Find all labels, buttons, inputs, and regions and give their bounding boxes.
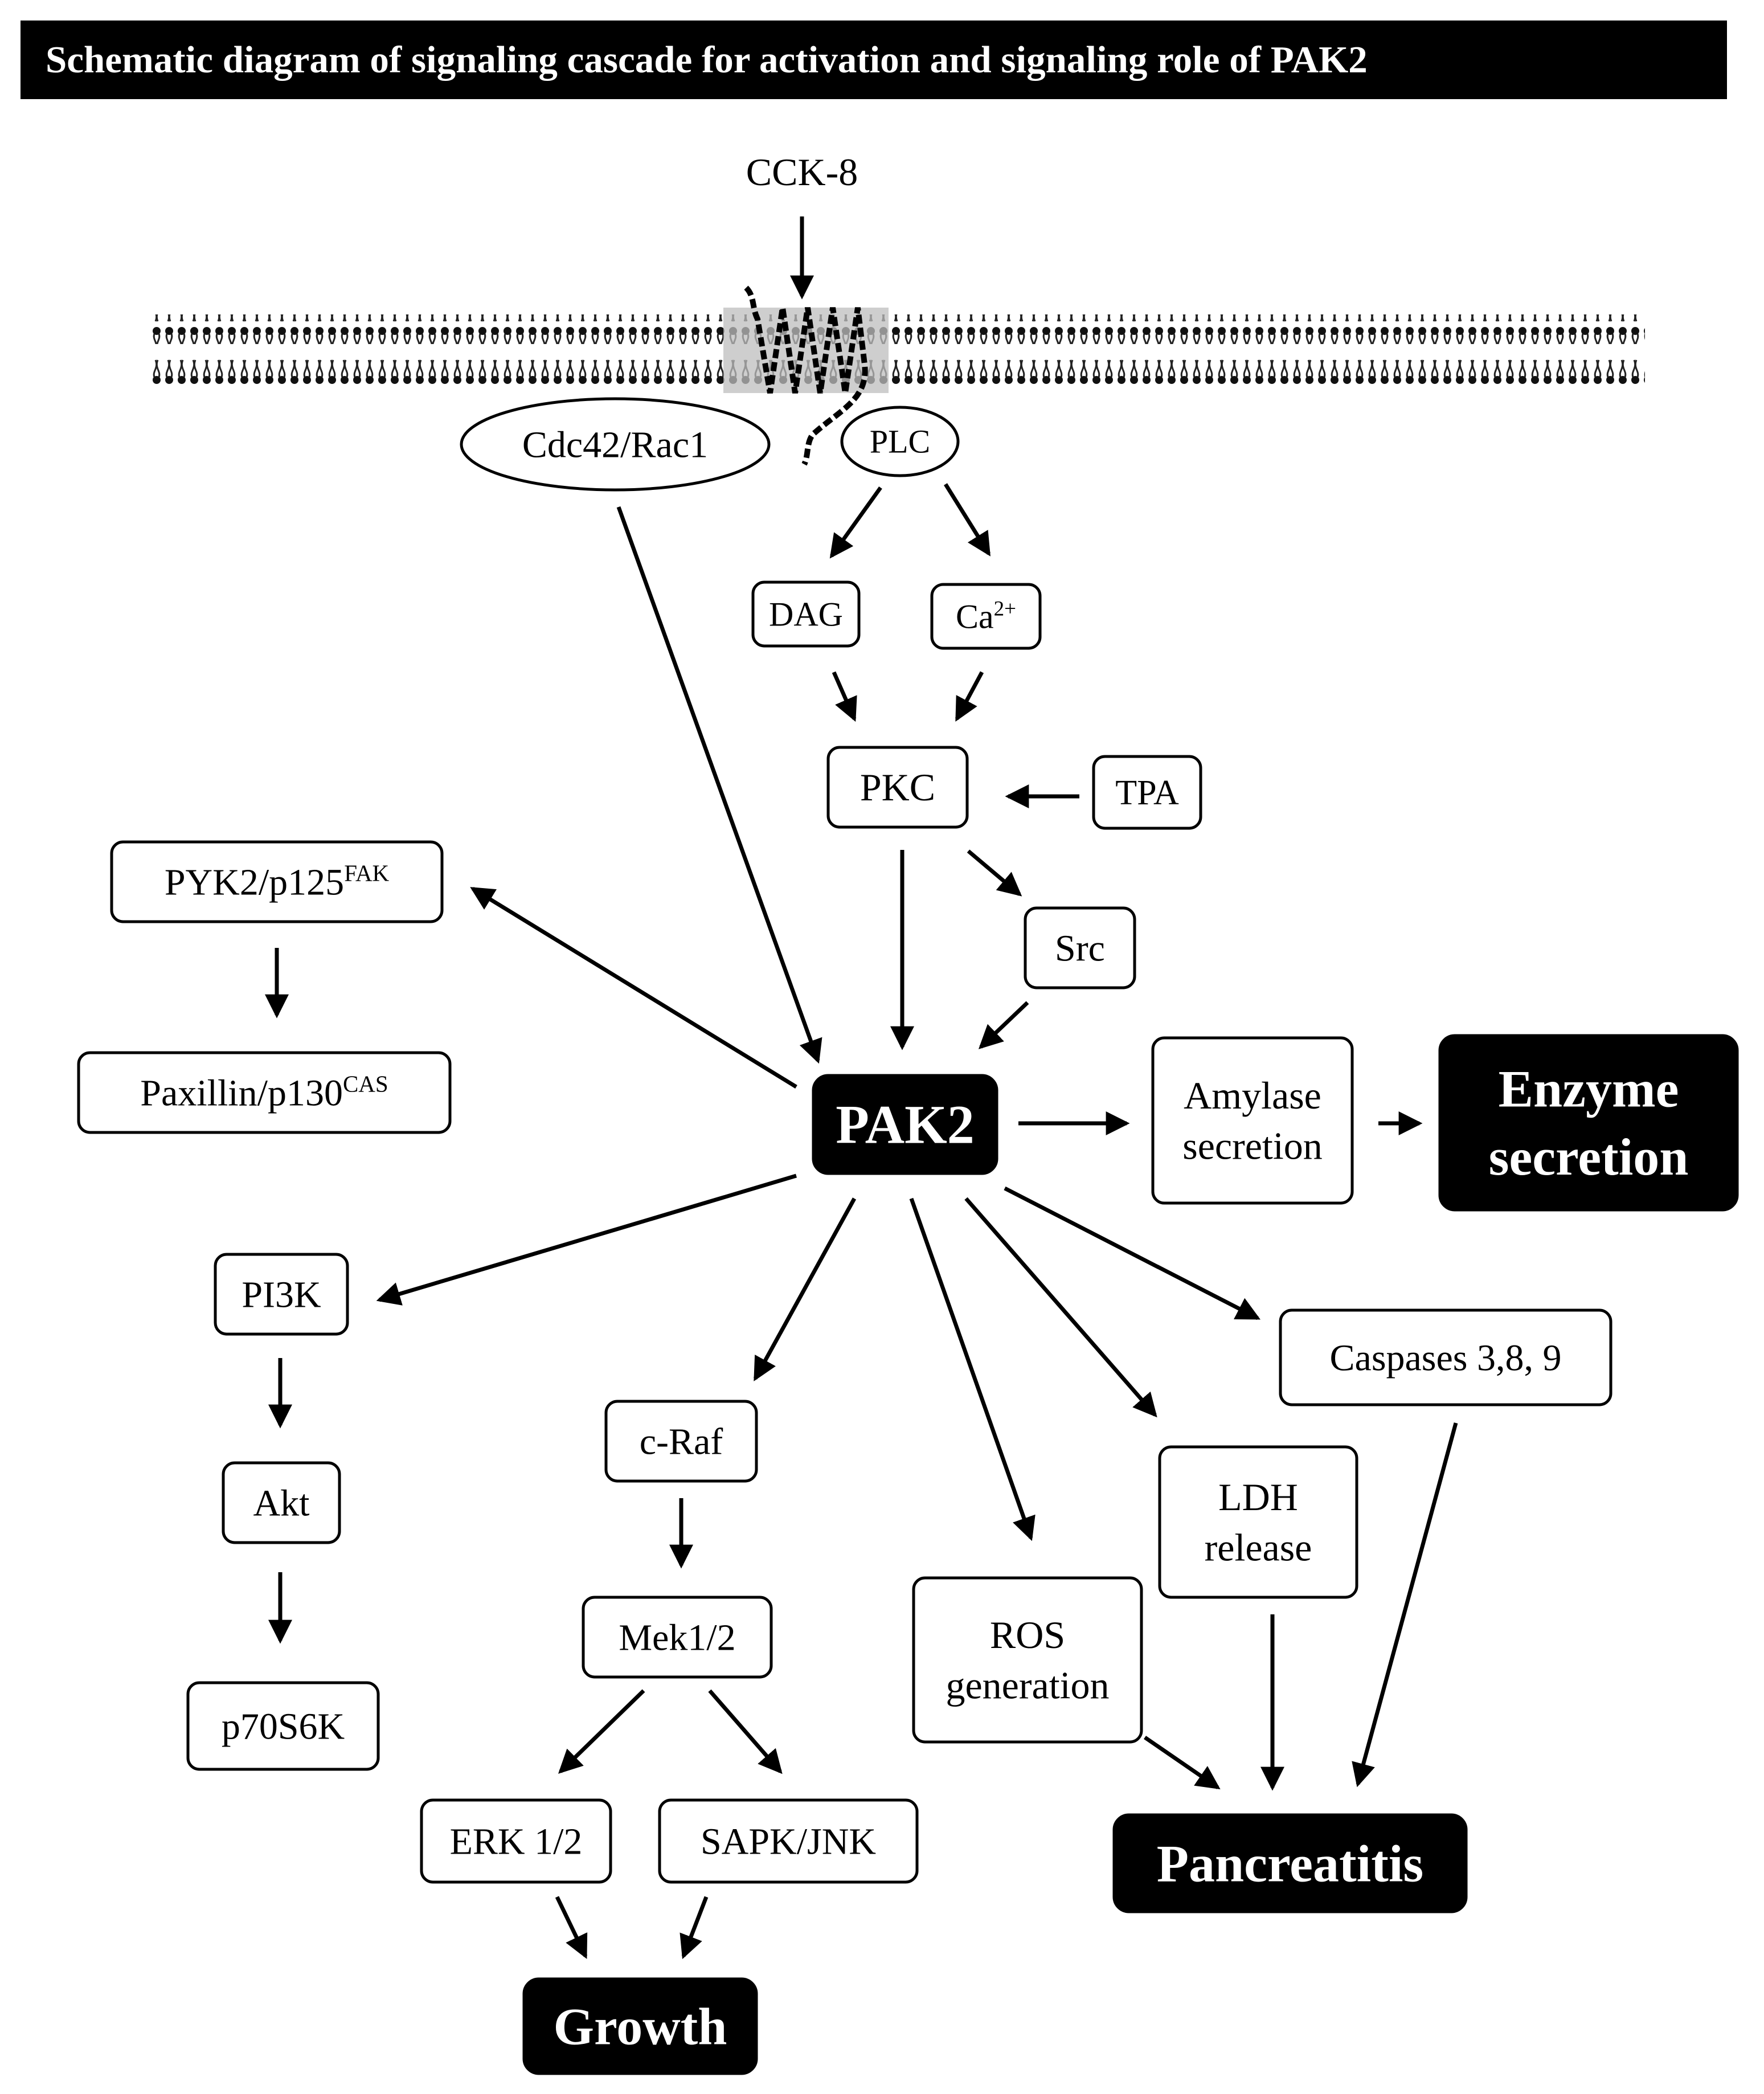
node-p70s6k-label: p70S6K bbox=[222, 1706, 345, 1747]
node-pak2: PAK2 bbox=[812, 1074, 998, 1175]
node-cdc42-label: Cdc42/Rac1 bbox=[522, 424, 708, 465]
node-ldh-label: LDH bbox=[1218, 1475, 1298, 1519]
node-mek: Mek1/2 bbox=[582, 1596, 773, 1679]
arrow-pak2-to-ros bbox=[909, 1197, 1036, 1541]
arrow-cdc42-to-pak2 bbox=[616, 506, 822, 1064]
node-caspases: Caspases 3,8, 9 bbox=[1279, 1308, 1612, 1406]
node-akt-label: Akt bbox=[253, 1482, 310, 1524]
node-sapk: SAPK/JNK bbox=[658, 1798, 919, 1884]
arrow-ros-to-pancreatitis bbox=[1144, 1736, 1221, 1790]
node-pkc-label: PKC bbox=[860, 766, 935, 809]
node-enzyme: Enzyme secretion bbox=[1438, 1034, 1739, 1212]
receptor-icon bbox=[744, 285, 868, 466]
node-ros-label: generation bbox=[946, 1663, 1110, 1707]
nodes: Cdc42/Rac1 PLC DAG Ca2+ PKC TPA Src PYK2/p125FA… bbox=[77, 397, 1739, 2075]
arrow-plc-to-ca bbox=[944, 483, 991, 557]
node-pkc: PKC bbox=[826, 746, 969, 829]
node-plc-label: PLC bbox=[870, 423, 930, 460]
arrow-pkc-to-src bbox=[967, 849, 1022, 897]
node-p70s6k: p70S6K bbox=[186, 1681, 380, 1771]
arrow-pak2-to-pyk2 bbox=[470, 887, 797, 1089]
node-craf: c-Raf bbox=[604, 1400, 758, 1483]
node-akt: Akt bbox=[222, 1461, 341, 1544]
node-tpa: TPA bbox=[1092, 755, 1202, 830]
title-banner: Schematic diagram of signaling cascade f… bbox=[21, 21, 1727, 99]
arrow-mek-to-erk bbox=[558, 1689, 645, 1774]
diagram-title: Schematic diagram of signaling cascade f… bbox=[46, 39, 1368, 81]
node-sapk-label: SAPK/JNK bbox=[701, 1821, 876, 1862]
ligand-cck8-label: CCK-8 bbox=[746, 150, 858, 194]
node-tpa-label: TPA bbox=[1115, 774, 1179, 812]
node-enzyme-label: Enzyme bbox=[1499, 1060, 1679, 1118]
node-ldh: LDH release bbox=[1158, 1445, 1358, 1599]
node-amylase: Amylase secretion bbox=[1151, 1036, 1354, 1205]
node-growth: Growth bbox=[522, 1977, 758, 2075]
node-amylase-label: Amylase bbox=[1184, 1074, 1321, 1117]
node-pancreatitis-label: Pancreatitis bbox=[1157, 1834, 1423, 1892]
arrow-ca-to-pkc bbox=[955, 671, 984, 722]
node-caspases-label: Caspases 3,8, 9 bbox=[1330, 1337, 1562, 1379]
arrow-mek-to-sapk bbox=[708, 1689, 783, 1774]
arrow-pak2-to-pi3k bbox=[376, 1173, 797, 1306]
node-dag: DAG bbox=[751, 580, 861, 648]
node-paxillin: Paxillin/p130CAS bbox=[77, 1051, 452, 1134]
edges bbox=[265, 216, 1458, 1960]
node-pak2-label: PAK2 bbox=[836, 1094, 975, 1155]
node-pi3k-label: PI3K bbox=[242, 1274, 321, 1315]
node-growth-label: Growth bbox=[554, 1997, 727, 2055]
node-enzyme-label: secretion bbox=[1489, 1128, 1689, 1186]
arrow-pak2-to-craf bbox=[753, 1197, 857, 1381]
node-amylase-label: secretion bbox=[1182, 1124, 1322, 1167]
arrow-erk-to-growth bbox=[555, 1896, 588, 1960]
node-pancreatitis: Pancreatitis bbox=[1112, 1813, 1468, 1913]
node-ros: ROS generation bbox=[912, 1576, 1143, 1744]
arrow-caspases-to-pancreatitis bbox=[1352, 1422, 1458, 1788]
node-pi3k: PI3K bbox=[214, 1253, 349, 1336]
node-ldh-label: release bbox=[1205, 1525, 1312, 1569]
node-ca: Ca2+ bbox=[930, 583, 1042, 650]
node-ros-label: ROS bbox=[990, 1613, 1065, 1657]
node-erk: ERK 1/2 bbox=[420, 1798, 612, 1884]
arrow-pak2-to-ldh bbox=[964, 1197, 1157, 1418]
cell-membrane bbox=[148, 308, 1645, 393]
node-craf-label: c-Raf bbox=[640, 1421, 723, 1462]
arrow-plc-to-dag bbox=[829, 486, 882, 559]
node-src-label: Src bbox=[1055, 927, 1105, 969]
node-cdc42: Cdc42/Rac1 bbox=[460, 397, 771, 492]
arrow-src-to-pak2 bbox=[978, 1001, 1029, 1049]
node-src: Src bbox=[1024, 906, 1136, 989]
node-pyk2: PYK2/p125FAK bbox=[110, 840, 444, 923]
node-plc: PLC bbox=[840, 406, 960, 477]
arrow-pak2-to-caspases bbox=[1004, 1186, 1260, 1320]
arrow-sapk-to-growth bbox=[680, 1896, 709, 1960]
node-dag-label: DAG bbox=[769, 595, 843, 633]
arrow-dag-to-pkc bbox=[832, 671, 857, 722]
node-erk-label: ERK 1/2 bbox=[450, 1821, 583, 1862]
node-mek-label: Mek1/2 bbox=[619, 1617, 735, 1658]
